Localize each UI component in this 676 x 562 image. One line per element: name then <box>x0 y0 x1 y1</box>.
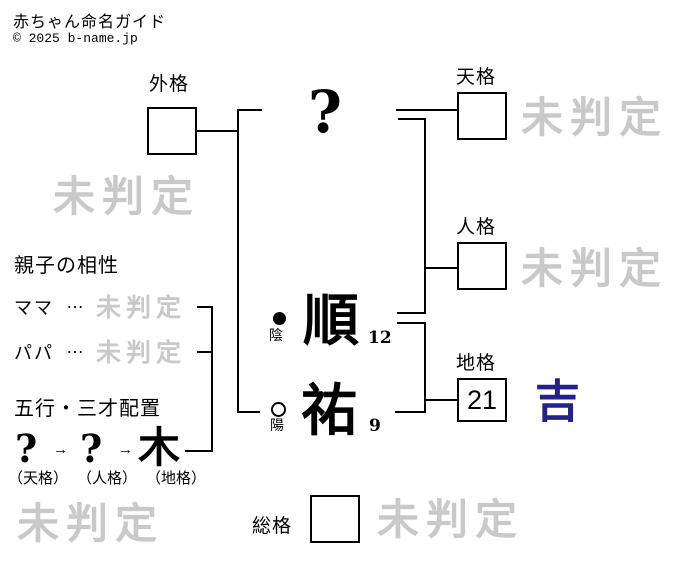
connector-jinkaku <box>424 267 457 269</box>
gogyo-caption-jinkaku: （人格） <box>77 470 138 487</box>
gaikaku-box <box>147 107 197 155</box>
connector-jinkaku-bracket-vertical <box>424 118 426 314</box>
gaikaku-label: 外格 <box>149 74 190 95</box>
gogyo-element-tenkaku: ? <box>15 426 38 471</box>
jinkaku-result-watermark: 未判定 <box>521 244 669 293</box>
connector-chikaku-bracket-top <box>397 322 426 324</box>
connector-compat-bracket-bottom <box>185 450 213 452</box>
site-title: 赤ちゃん命名ガイド <box>13 14 167 31</box>
surname-unknown-char: ? <box>308 78 342 146</box>
tenkaku-label: 天格 <box>456 67 497 88</box>
chikaku-box: 21 <box>457 378 507 422</box>
connector-jinkaku-bracket-top <box>398 118 426 120</box>
soukaku-result-watermark: 未判定 <box>377 495 525 544</box>
gaikaku-result-watermark: 未判定 <box>53 172 201 221</box>
compat-heading: 親子の相性 <box>14 255 119 277</box>
soukaku-label: 総格 <box>252 516 293 537</box>
connector-compat-bracket-vertical <box>211 306 213 452</box>
yin-label: 陰 <box>269 327 283 343</box>
mama-label: ママ <box>14 298 54 318</box>
overall-result-watermark: 未判定 <box>17 499 165 548</box>
mama-result-watermark: 未判定 <box>96 293 187 322</box>
given-char-1: 順 <box>303 288 359 354</box>
gogyo-element-jinkaku: ? <box>80 426 103 471</box>
given-char-2-strokes: 9 <box>369 416 381 436</box>
gogyo-caption-chikaku: （地格） <box>146 470 207 487</box>
yang-circle-icon <box>271 402 286 417</box>
connector-chikaku-bracket-bottom <box>395 411 426 413</box>
connector-tenkaku <box>396 109 457 111</box>
connector-gaikaku <box>197 130 238 132</box>
papa-dots: … <box>66 337 84 357</box>
given-char-2: 祐 <box>301 378 357 444</box>
tenkaku-result-watermark: 未判定 <box>521 93 669 142</box>
chikaku-result-kichi: 吉 <box>535 375 581 428</box>
soukaku-box <box>310 495 360 543</box>
connector-papa <box>197 351 213 353</box>
gogyo-arrow-icon-2: → <box>118 441 133 458</box>
mama-dots: … <box>66 292 84 312</box>
connector-chikaku-bracket-vertical <box>424 322 426 413</box>
gogyo-element-chikaku: 木 <box>138 423 181 472</box>
copyright-text: © 2025 b-name.jp <box>13 31 138 46</box>
papa-label: パパ <box>14 343 54 363</box>
connector-chikaku <box>424 399 457 401</box>
gogyo-caption-tenkaku: （天格） <box>8 470 69 487</box>
connector-jinkaku-bracket-bottom <box>397 312 426 314</box>
chikaku-label: 地格 <box>456 353 497 374</box>
jinkaku-label: 人格 <box>456 217 497 238</box>
tenkaku-box <box>457 92 507 140</box>
gogyo-heading: 五行・三才配置 <box>14 398 161 420</box>
papa-result-watermark: 未判定 <box>96 338 187 367</box>
connector-mama <box>197 306 213 308</box>
connector-left-bracket-bottom <box>237 411 260 413</box>
jinkaku-box <box>457 242 507 290</box>
gogyo-arrow-icon-1: → <box>53 441 68 458</box>
chikaku-value: 21 <box>466 384 498 415</box>
connector-left-bracket-top <box>237 109 262 111</box>
yin-circle-icon <box>273 312 286 325</box>
given-char-1-strokes: 12 <box>368 328 392 348</box>
connector-left-bracket-vertical <box>237 109 239 413</box>
yang-label: 陽 <box>270 417 284 433</box>
